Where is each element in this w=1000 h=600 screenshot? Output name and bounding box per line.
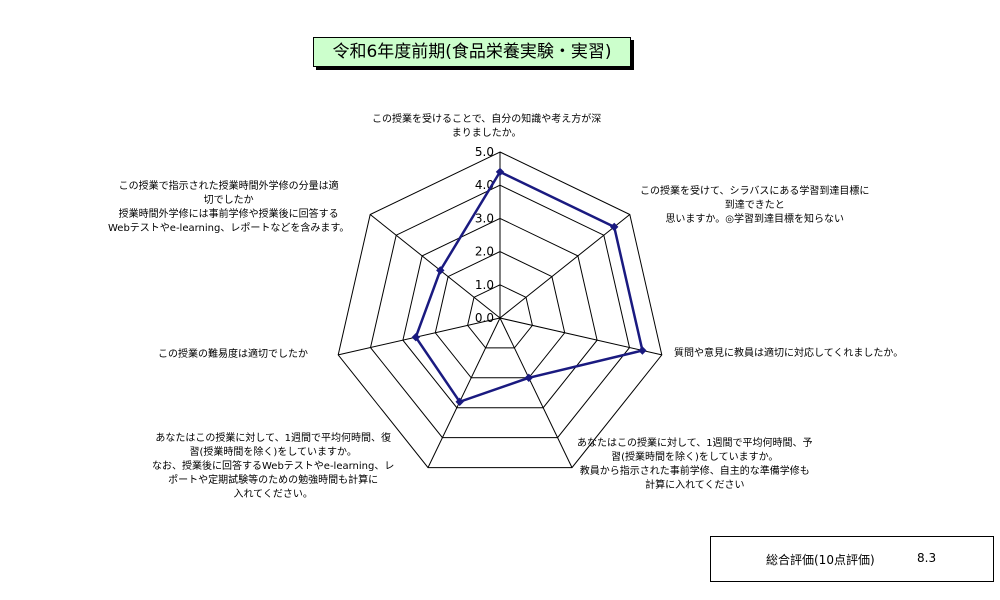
radar-spokes bbox=[338, 152, 662, 468]
spoke-5 bbox=[427, 317, 501, 468]
data-point-2 bbox=[609, 222, 619, 232]
overall-score-value: 8.3 bbox=[917, 551, 937, 565]
spoke-7 bbox=[369, 214, 501, 319]
data-point-3 bbox=[638, 346, 647, 355]
grid-ring-4 bbox=[369, 184, 631, 439]
spoke-2 bbox=[499, 214, 631, 319]
radar-series bbox=[411, 167, 647, 407]
radar-ticks: 0.01.02.03.04.05.0 bbox=[475, 145, 494, 325]
axis-label-5: あなたはこの授業に対して、1週間で平均何時間、復 習(授業時間を除く)をしていま… bbox=[152, 433, 395, 500]
tick-label-2: 2.0 bbox=[475, 245, 494, 259]
axis-label-4: あなたはこの授業に対して、1週間で平均何時間、予 習(授業時間を除く)をしていま… bbox=[577, 438, 813, 491]
spoke-3 bbox=[499, 317, 662, 356]
tick-label-0: 0.0 bbox=[475, 311, 494, 325]
grid-ring-3 bbox=[402, 217, 598, 409]
axis-label-2: この授業を受けて、シラバスにある学習到達目標に 到達できたと 思いますか。◎学習… bbox=[640, 186, 870, 225]
grid-ring-1 bbox=[467, 284, 533, 349]
overall-score-label: 総合評価(10点評価) bbox=[766, 553, 875, 567]
tick-label-5: 5.0 bbox=[475, 145, 494, 159]
series-line bbox=[414, 170, 644, 404]
tick-label-1: 1.0 bbox=[475, 278, 494, 292]
radar-grid bbox=[337, 151, 663, 469]
data-point-6 bbox=[411, 332, 421, 342]
axis-label-1: この授業を受けることで、自分の知識や考え方が深 まりましたか。 bbox=[372, 114, 602, 139]
axis-label-3: 質問や意見に教員は適切に対応してくれましたか。 bbox=[674, 348, 904, 359]
data-point-4 bbox=[524, 373, 534, 383]
data-point-1 bbox=[495, 167, 505, 177]
grid-ring-2 bbox=[434, 251, 566, 379]
data-point-5 bbox=[455, 397, 464, 407]
tick-label-3: 3.0 bbox=[475, 211, 494, 225]
axis-label-6: この授業の難易度は適切でしたか bbox=[158, 349, 308, 360]
grid-ring-5 bbox=[337, 151, 663, 469]
overall-score-box: 総合評価(10点評価) 8.3 bbox=[710, 536, 994, 582]
data-point-7 bbox=[436, 266, 445, 275]
axis-label-7: この授業で指示された授業時間外学修の分量は適 切でしたか 授業時間外学修には事前… bbox=[108, 181, 350, 234]
chart-title: 令和6年度前期(食品栄養実験・実習) bbox=[313, 37, 631, 67]
spoke-4 bbox=[499, 317, 573, 468]
